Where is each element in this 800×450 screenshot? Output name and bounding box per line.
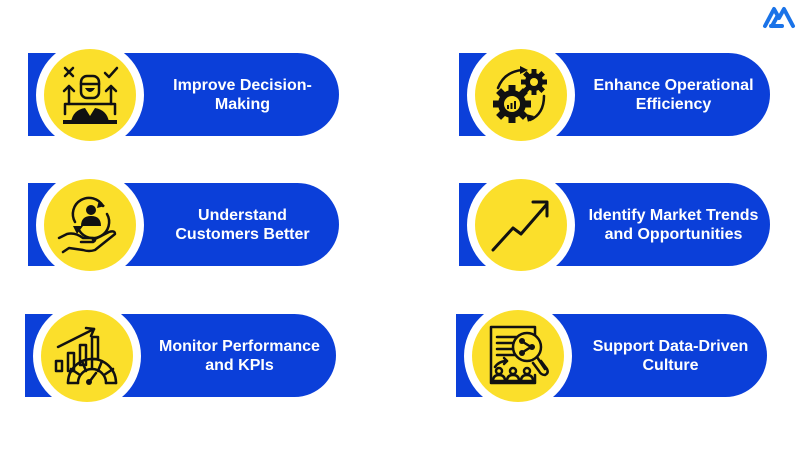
gears-cycle-icon bbox=[493, 66, 547, 123]
card-label: Understand Customers Better bbox=[175, 206, 310, 243]
icon-ring bbox=[33, 302, 141, 410]
kpi-gauge-icon bbox=[54, 326, 118, 385]
card-understand-customers-better: Understand Customers Better bbox=[28, 171, 339, 279]
data-analysis-team-icon bbox=[489, 325, 549, 385]
icon-disc bbox=[44, 179, 136, 271]
trend-arrow-icon bbox=[491, 200, 549, 252]
card-label: Improve Decision- Making bbox=[173, 76, 312, 113]
icon-disc bbox=[41, 310, 133, 402]
card-label: Identify Market Trends and Opportunities bbox=[588, 206, 759, 243]
brand-logo bbox=[762, 3, 796, 29]
card-identify-market-trends: Identify Market Trends and Opportunities bbox=[459, 171, 770, 279]
card-label: Monitor Performance and KPIs bbox=[159, 337, 320, 374]
icon-ring bbox=[467, 171, 575, 279]
icon-ring bbox=[467, 41, 575, 149]
icon-ring bbox=[464, 302, 572, 410]
icon-disc bbox=[475, 49, 567, 141]
card-label: Support Data-Driven Culture bbox=[592, 337, 749, 374]
customer-in-hand-icon bbox=[57, 196, 117, 254]
icon-ring bbox=[36, 41, 144, 149]
mountain-logo-icon bbox=[763, 7, 795, 28]
card-improve-decision-making: Improve Decision- Making bbox=[28, 41, 339, 149]
card-enhance-operational-efficiency: Enhance Operational Efficiency bbox=[459, 41, 770, 149]
card-label: Enhance Operational Efficiency bbox=[593, 76, 754, 113]
card-monitor-performance-kpis: Monitor Performance and KPIs bbox=[25, 302, 336, 410]
icon-disc bbox=[472, 310, 564, 402]
card-support-data-driven-culture: Support Data-Driven Culture bbox=[456, 302, 767, 410]
icon-disc bbox=[475, 179, 567, 271]
icon-disc bbox=[44, 49, 136, 141]
icon-ring bbox=[36, 171, 144, 279]
decision-making-icon bbox=[62, 66, 119, 124]
